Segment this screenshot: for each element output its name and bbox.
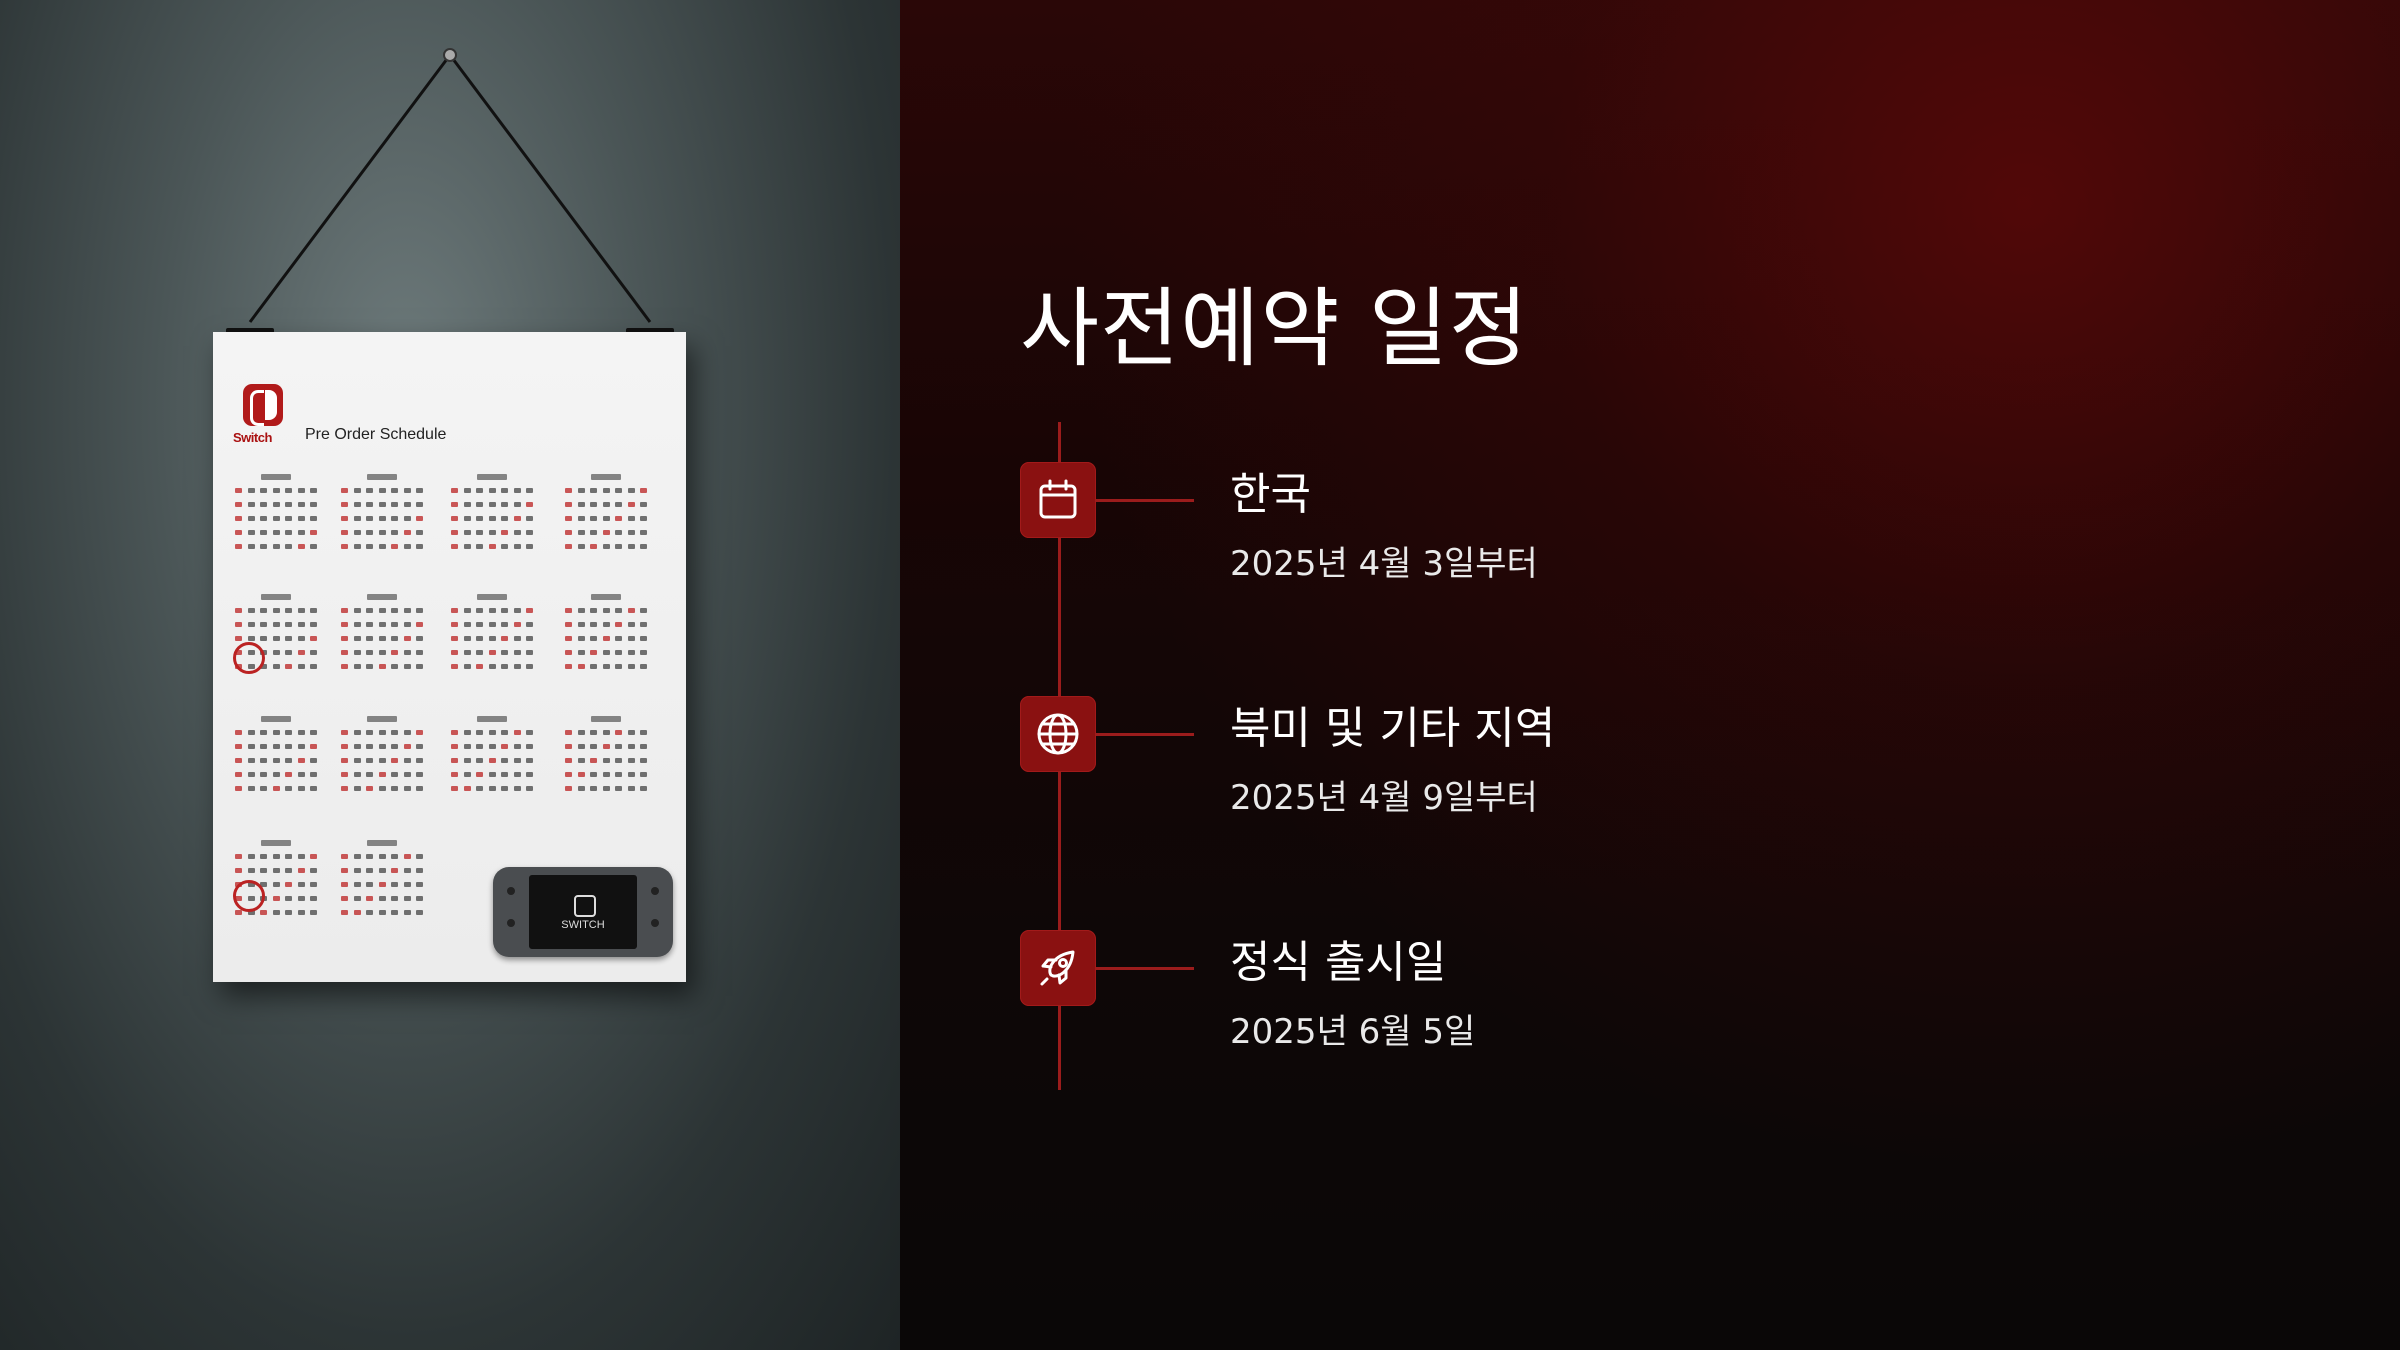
switch-logo-icon	[243, 384, 283, 426]
switch-console-image: SWITCH	[493, 867, 673, 957]
timeline-label: 북미 및 기타 지역	[1230, 703, 1556, 754]
poster-month-block	[235, 716, 317, 800]
timeline-date: 2025년 4월 9일부터	[1230, 778, 1538, 818]
switch-logo-icon	[574, 895, 596, 917]
poster-month-block	[565, 474, 647, 558]
poster-month-block	[565, 716, 647, 800]
timeline-connector	[1096, 499, 1194, 502]
timeline-date: 2025년 4월 3일부터	[1230, 544, 1538, 584]
page-title: 사전예약 일정	[1020, 279, 1530, 379]
circled-date-mark	[233, 642, 265, 674]
poster-month-block	[341, 840, 423, 924]
poster-month-block	[341, 594, 423, 678]
timeline-date: 2025년 6월 5일	[1230, 1012, 1476, 1052]
calendar-icon	[1020, 462, 1096, 538]
poster-month-block	[451, 474, 533, 558]
poster-photo: Switch Pre Order Schedule SWITCH	[0, 0, 900, 1350]
console-screen: SWITCH	[529, 875, 637, 949]
poster-month-block	[235, 474, 317, 558]
calendar-poster: Switch Pre Order Schedule SWITCH	[213, 332, 686, 982]
poster-month-block	[341, 716, 423, 800]
timeline-connector	[1096, 733, 1194, 736]
poster-month-block	[341, 474, 423, 558]
timeline-item-korea: 한국 2025년 4월 3일부터	[1020, 422, 1920, 584]
timeline-item-north-america: 북미 및 기타 지역 2025년 4월 9일부터	[1020, 656, 1920, 818]
content-panel	[900, 0, 2400, 1350]
globe-icon	[1020, 696, 1096, 772]
timeline-connector	[1096, 967, 1194, 970]
console-screen-text: SWITCH	[561, 919, 605, 931]
rocket-icon	[1020, 930, 1096, 1006]
timeline-item-launch: 정식 출시일 2025년 6월 5일	[1020, 890, 1920, 1052]
circled-date-mark	[233, 880, 265, 912]
poster-month-block	[565, 594, 647, 678]
hanging-string	[248, 48, 652, 323]
poster-month-block	[451, 594, 533, 678]
poster-month-block	[451, 716, 533, 800]
timeline-label: 한국	[1230, 469, 1311, 520]
poster-heading: Pre Order Schedule	[305, 426, 447, 443]
timeline-label: 정식 출시일	[1230, 937, 1447, 988]
poster-brand: Switch	[233, 430, 272, 445]
